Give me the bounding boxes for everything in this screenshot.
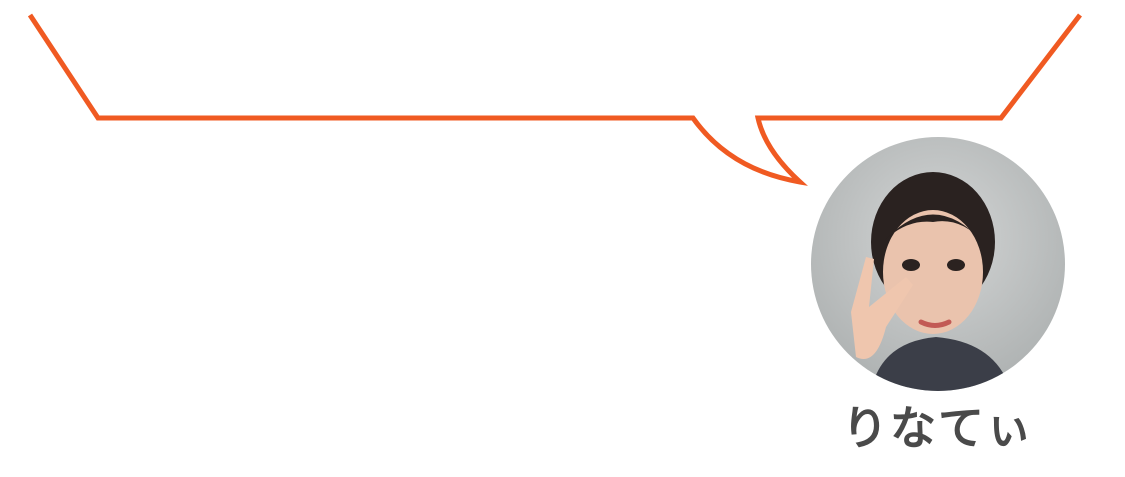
avatar [811,137,1065,391]
avatar-photo [811,137,1065,391]
speech-bubble-line [27,13,1082,186]
profile-name: りなてぃ [842,401,1034,455]
